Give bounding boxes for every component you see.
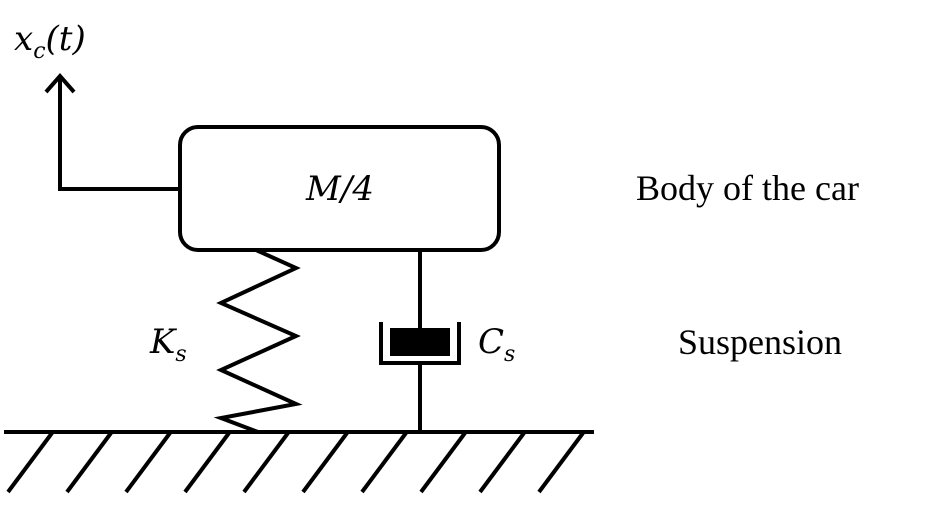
damper-symbol: C xyxy=(478,322,504,362)
hatch-3 xyxy=(124,431,172,494)
spring-symbol: K xyxy=(149,322,178,362)
displacement-label: xc(t) xyxy=(14,19,86,64)
spring xyxy=(213,248,303,434)
hatch-4 xyxy=(183,431,231,494)
damper-subscript: s xyxy=(504,342,515,367)
displacement-subscript: c xyxy=(33,39,45,64)
damper-label: Cs xyxy=(478,322,515,367)
hatch-5 xyxy=(242,431,290,494)
hatch-7 xyxy=(360,431,408,494)
spring-label: Ks xyxy=(149,322,187,367)
hatch-6 xyxy=(301,431,349,494)
hatch-2 xyxy=(65,431,113,494)
hatch-1 xyxy=(6,431,54,494)
mass-block xyxy=(178,125,501,252)
mass-label: M/4 xyxy=(305,169,374,209)
hatch-9 xyxy=(478,431,526,494)
suspension-caption: Suspension xyxy=(678,322,842,362)
displacement-symbol: x xyxy=(14,19,33,59)
displacement-arrow-line xyxy=(58,78,180,191)
hatch-10 xyxy=(537,431,585,494)
damper-piston xyxy=(390,328,450,356)
ground-hatching xyxy=(6,431,585,494)
displacement-argument: (t) xyxy=(46,19,86,59)
hatch-8 xyxy=(419,431,467,494)
displacement-arrowhead-icon xyxy=(44,72,76,94)
body-caption: Body of the car xyxy=(636,168,859,208)
spring-subscript: s xyxy=(175,342,186,367)
